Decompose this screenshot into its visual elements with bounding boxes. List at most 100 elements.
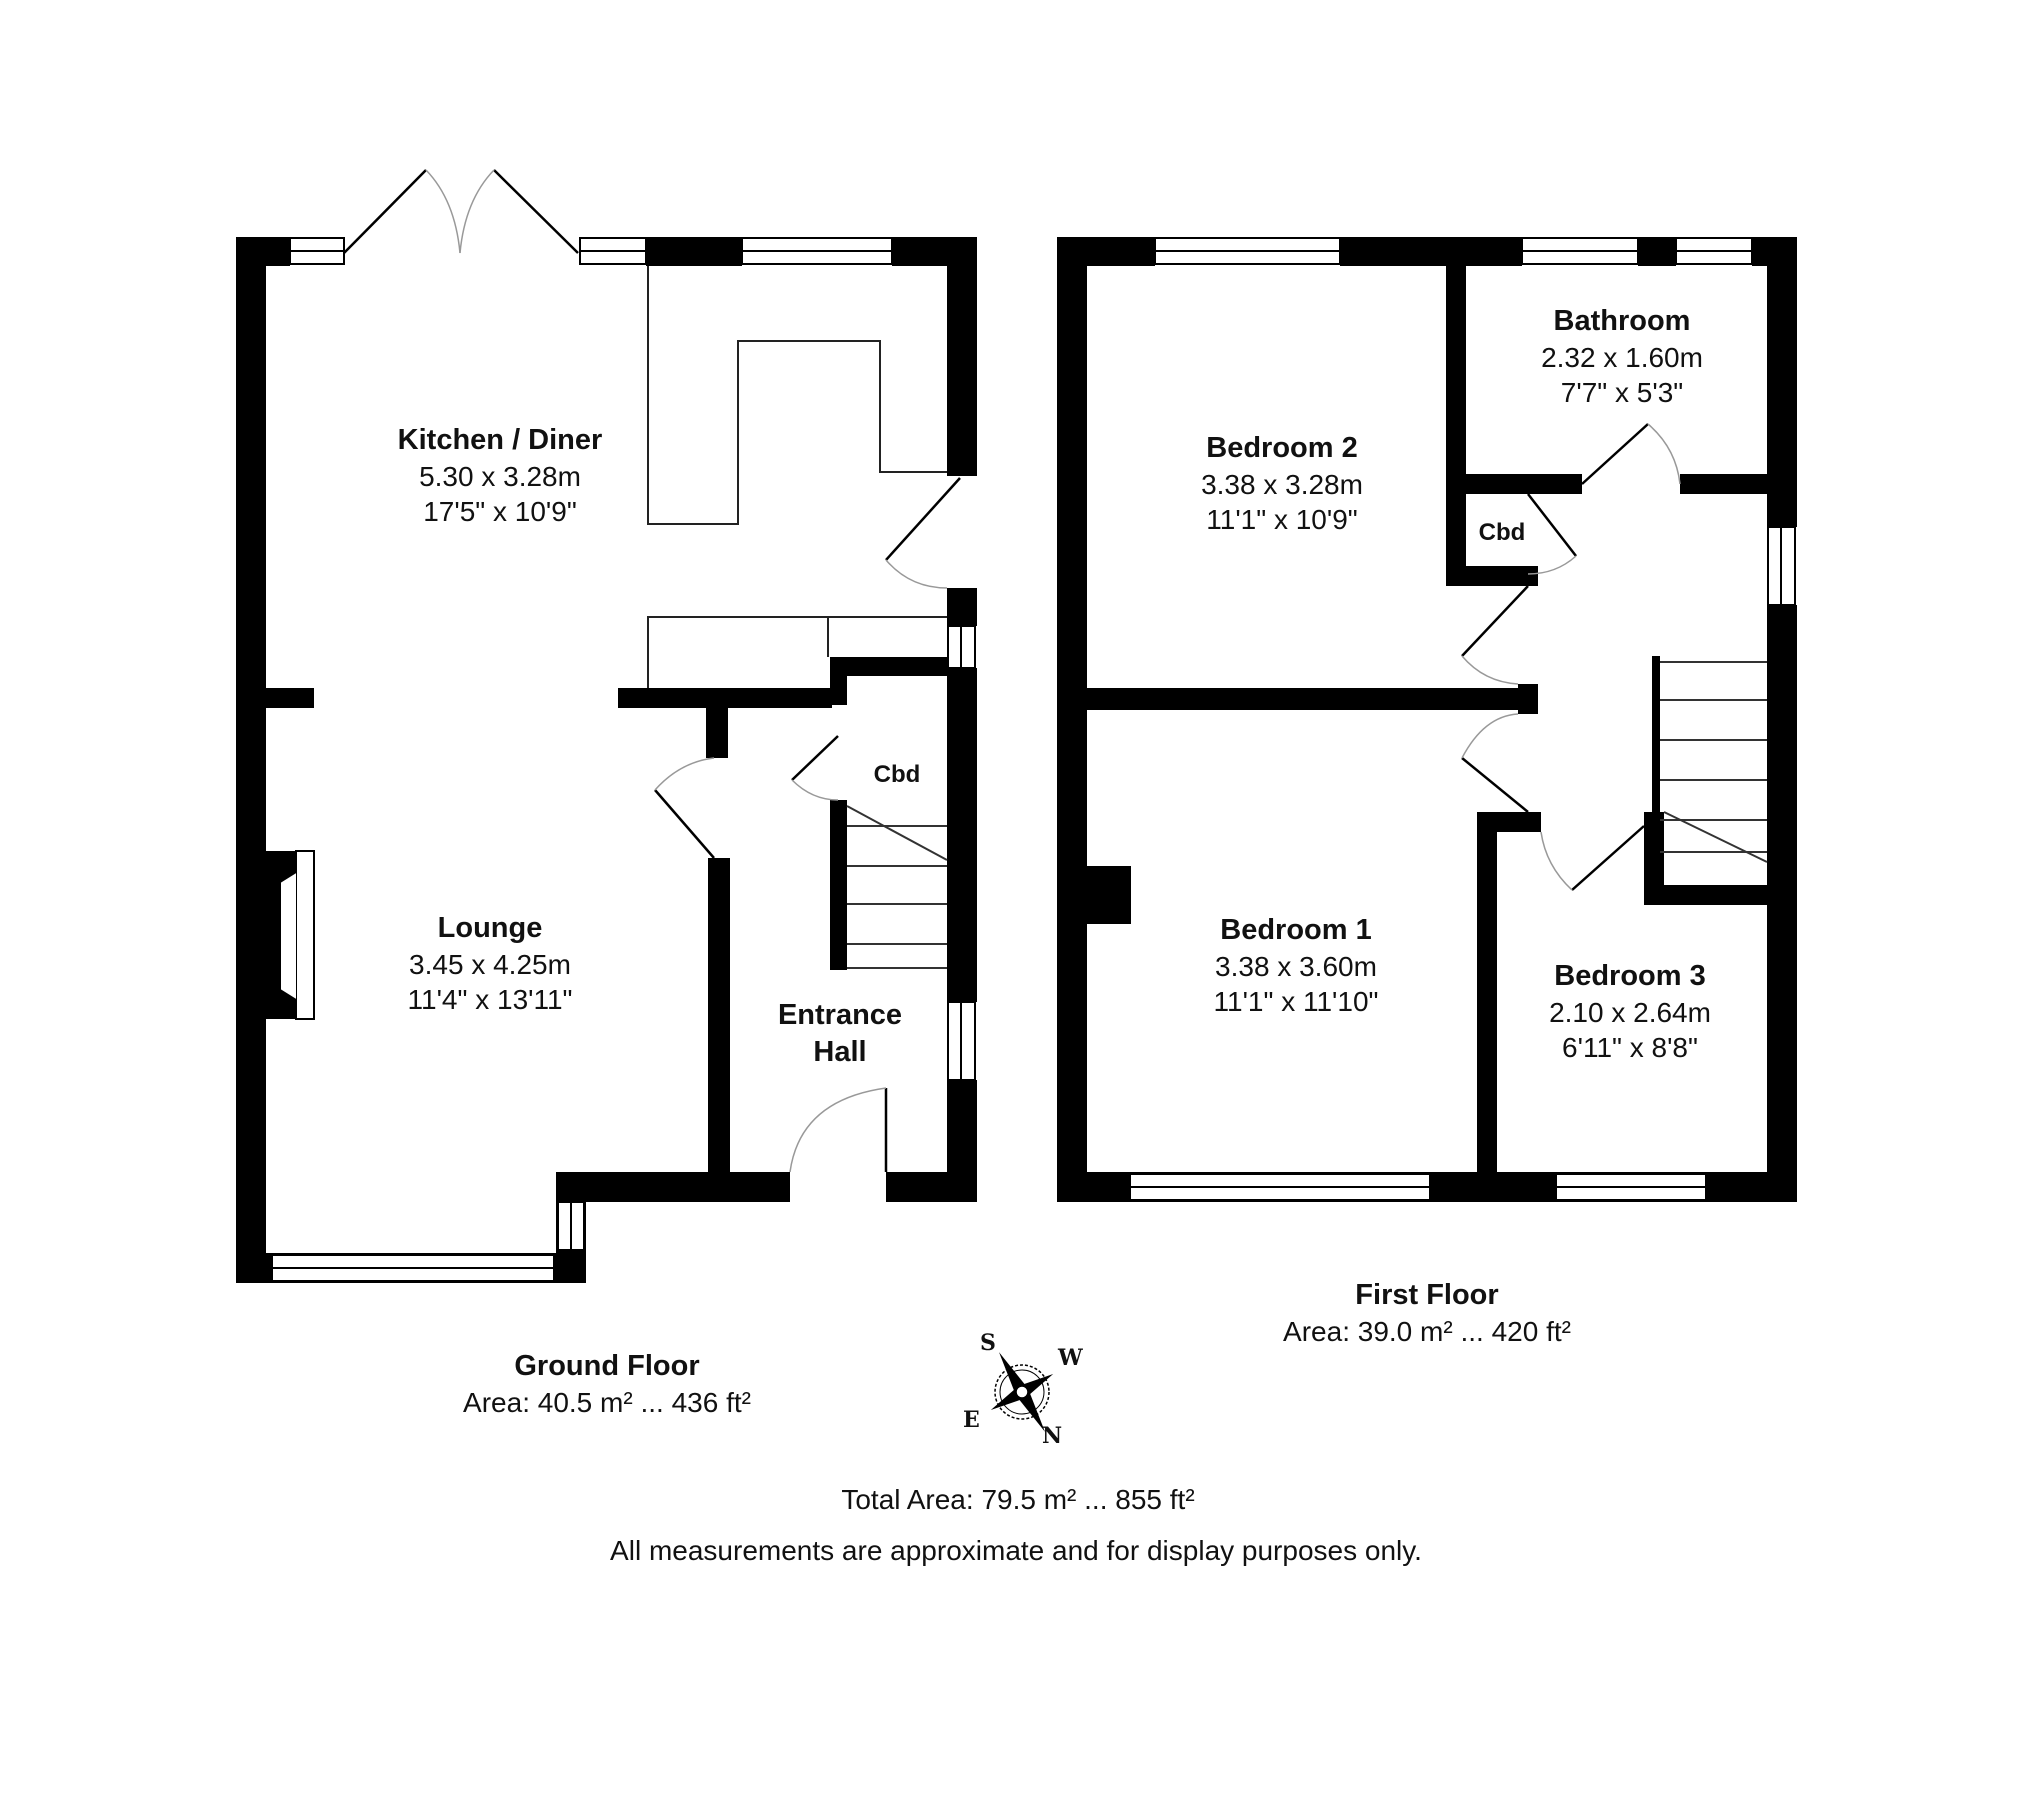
wall bbox=[1644, 812, 1664, 902]
ground-floor-plan bbox=[236, 237, 977, 1283]
door-leaf bbox=[493, 169, 579, 254]
door-swing-arc bbox=[791, 779, 839, 801]
room-name: Lounge bbox=[437, 912, 543, 944]
wall bbox=[236, 237, 266, 1283]
wall bbox=[1057, 237, 1155, 266]
room-dimensions-imperial: 7'7" x 5'3" bbox=[1560, 377, 1684, 409]
wall bbox=[708, 858, 730, 1176]
wall bbox=[830, 657, 847, 705]
kitchen-worktop bbox=[647, 616, 947, 688]
door-leaf bbox=[1581, 423, 1649, 485]
room-dimensions-metric: 5.30 x 3.28m bbox=[419, 460, 581, 492]
door-swing-arc bbox=[789, 1087, 887, 1173]
wall bbox=[1477, 812, 1497, 1172]
door-swing-arc bbox=[1461, 713, 1519, 759]
first-floor-doors bbox=[1461, 423, 1681, 891]
first-floor-caption: First Floor Area: 39.0 m² ... 420 ft² bbox=[1283, 1277, 1571, 1349]
room-name: Bedroom 2 bbox=[1206, 432, 1358, 464]
door-swing-arc bbox=[885, 559, 948, 589]
room-label-entrance-hall: Entrance Hall bbox=[778, 997, 902, 1071]
room-name: Kitchen / Diner bbox=[397, 424, 603, 456]
room-dimensions-imperial: 11'1" x 11'10" bbox=[1213, 986, 1379, 1018]
door-leaf bbox=[1527, 493, 1577, 557]
door-swing-arc bbox=[459, 169, 495, 254]
room-label-bedroom-1: Bedroom 1 3.38 x 3.60m 11'1" x 11'10" bbox=[1214, 912, 1379, 1020]
fireplace-hearth bbox=[295, 850, 315, 1020]
kitchen-worktop bbox=[647, 266, 947, 525]
wall bbox=[1446, 566, 1538, 586]
door-swing-arc bbox=[1461, 655, 1519, 685]
door-leaf bbox=[791, 735, 839, 781]
room-dimensions-metric: 3.38 x 3.60m bbox=[1215, 950, 1377, 982]
disclaimer: All measurements are approximate and for… bbox=[610, 1535, 1422, 1566]
compass-rose-icon bbox=[990, 1352, 1054, 1432]
room-label-first-cupboard: Cbd bbox=[1478, 519, 1526, 546]
wall bbox=[556, 1172, 790, 1202]
first-floor-plan bbox=[1057, 237, 1797, 1202]
floor-area: Area: 40.5 m² ... 436 ft² bbox=[463, 1386, 751, 1418]
floor-area: Area: 39.0 m² ... 420 ft² bbox=[1283, 1315, 1571, 1347]
room-label-bedroom-3: Bedroom 3 2.10 x 2.64m 6'11" x 8'8" bbox=[1549, 958, 1711, 1066]
door-swing-arc bbox=[1647, 423, 1681, 485]
first-floor-fixtures bbox=[1660, 661, 1768, 863]
wall bbox=[1466, 474, 1582, 494]
room-name: Bedroom 1 bbox=[1220, 914, 1372, 946]
compass-east-label: E bbox=[963, 1407, 980, 1433]
wall bbox=[1477, 812, 1541, 832]
wall bbox=[236, 237, 290, 266]
staircase bbox=[1660, 661, 1768, 863]
compass-west-label: W bbox=[1058, 1345, 1083, 1371]
room-dimensions-imperial: 11'1" x 10'9" bbox=[1206, 504, 1358, 536]
door-leaf bbox=[885, 477, 961, 561]
room-label-lounge: Lounge 3.45 x 4.25m 11'4" x 13'11" bbox=[408, 910, 573, 1018]
wall bbox=[886, 1172, 976, 1202]
ground-floor-fixtures bbox=[279, 266, 948, 1001]
room-label-ground-cupboard: Cbd bbox=[873, 761, 921, 788]
wall bbox=[830, 657, 948, 676]
door-leaf bbox=[654, 789, 715, 859]
room-dimensions-metric: 2.10 x 2.64m bbox=[1549, 996, 1711, 1028]
wall bbox=[1767, 237, 1797, 527]
door-swing-arc bbox=[1527, 555, 1577, 575]
room-dimensions-metric: 3.45 x 4.25m bbox=[409, 948, 571, 980]
room-label-bedroom-2: Bedroom 2 3.38 x 3.28m 11'1" x 10'9" bbox=[1201, 430, 1363, 538]
room-dimensions-imperial: 6'11" x 8'8" bbox=[1562, 1032, 1698, 1064]
wall bbox=[706, 708, 728, 758]
room-name-line1: Entrance bbox=[777, 999, 903, 1031]
wall bbox=[1087, 688, 1527, 710]
room-name: Bedroom 3 bbox=[1554, 960, 1706, 992]
wall bbox=[646, 237, 742, 266]
wall bbox=[947, 668, 977, 1002]
wall bbox=[1652, 656, 1660, 816]
ground-floor-windows bbox=[271, 237, 976, 1282]
room-dimensions-imperial: 11'4" x 13'11" bbox=[407, 984, 573, 1016]
ground-floor-caption: Ground Floor Area: 40.5 m² ... 436 ft² bbox=[463, 1348, 751, 1420]
wall bbox=[266, 688, 314, 708]
door-swing-arc bbox=[654, 757, 715, 791]
wall bbox=[947, 588, 977, 626]
wall bbox=[1518, 684, 1538, 714]
wall bbox=[1767, 605, 1797, 1202]
wall bbox=[1680, 474, 1767, 494]
total-area: Total Area: 79.5 m² ... 855 ft² bbox=[841, 1484, 1195, 1515]
wall bbox=[1057, 237, 1087, 1202]
ground-floor-doors bbox=[343, 169, 961, 1173]
wall bbox=[618, 688, 832, 708]
floor-title: First Floor bbox=[1355, 1279, 1499, 1311]
room-name-line2: Hall bbox=[813, 1035, 867, 1068]
room-dimensions-metric: 3.38 x 3.28m bbox=[1201, 468, 1363, 500]
wall bbox=[1644, 885, 1767, 905]
room-label-kitchen-diner: Kitchen / Diner 5.30 x 3.28m 17'5" x 10'… bbox=[398, 422, 603, 530]
chimney-breast bbox=[1087, 866, 1131, 924]
door-leaf bbox=[1571, 825, 1645, 891]
compass-north-label: N bbox=[1042, 1423, 1063, 1449]
room-name: Bathroom bbox=[1553, 305, 1691, 337]
wall bbox=[947, 237, 977, 476]
staircase bbox=[846, 805, 948, 969]
floor-title: Ground Floor bbox=[514, 1350, 700, 1382]
wall bbox=[1446, 266, 1466, 586]
door-leaf bbox=[1461, 585, 1529, 657]
first-floor-windows bbox=[1129, 237, 1796, 1201]
room-dimensions-imperial: 17'5" x 10'9" bbox=[423, 496, 577, 528]
